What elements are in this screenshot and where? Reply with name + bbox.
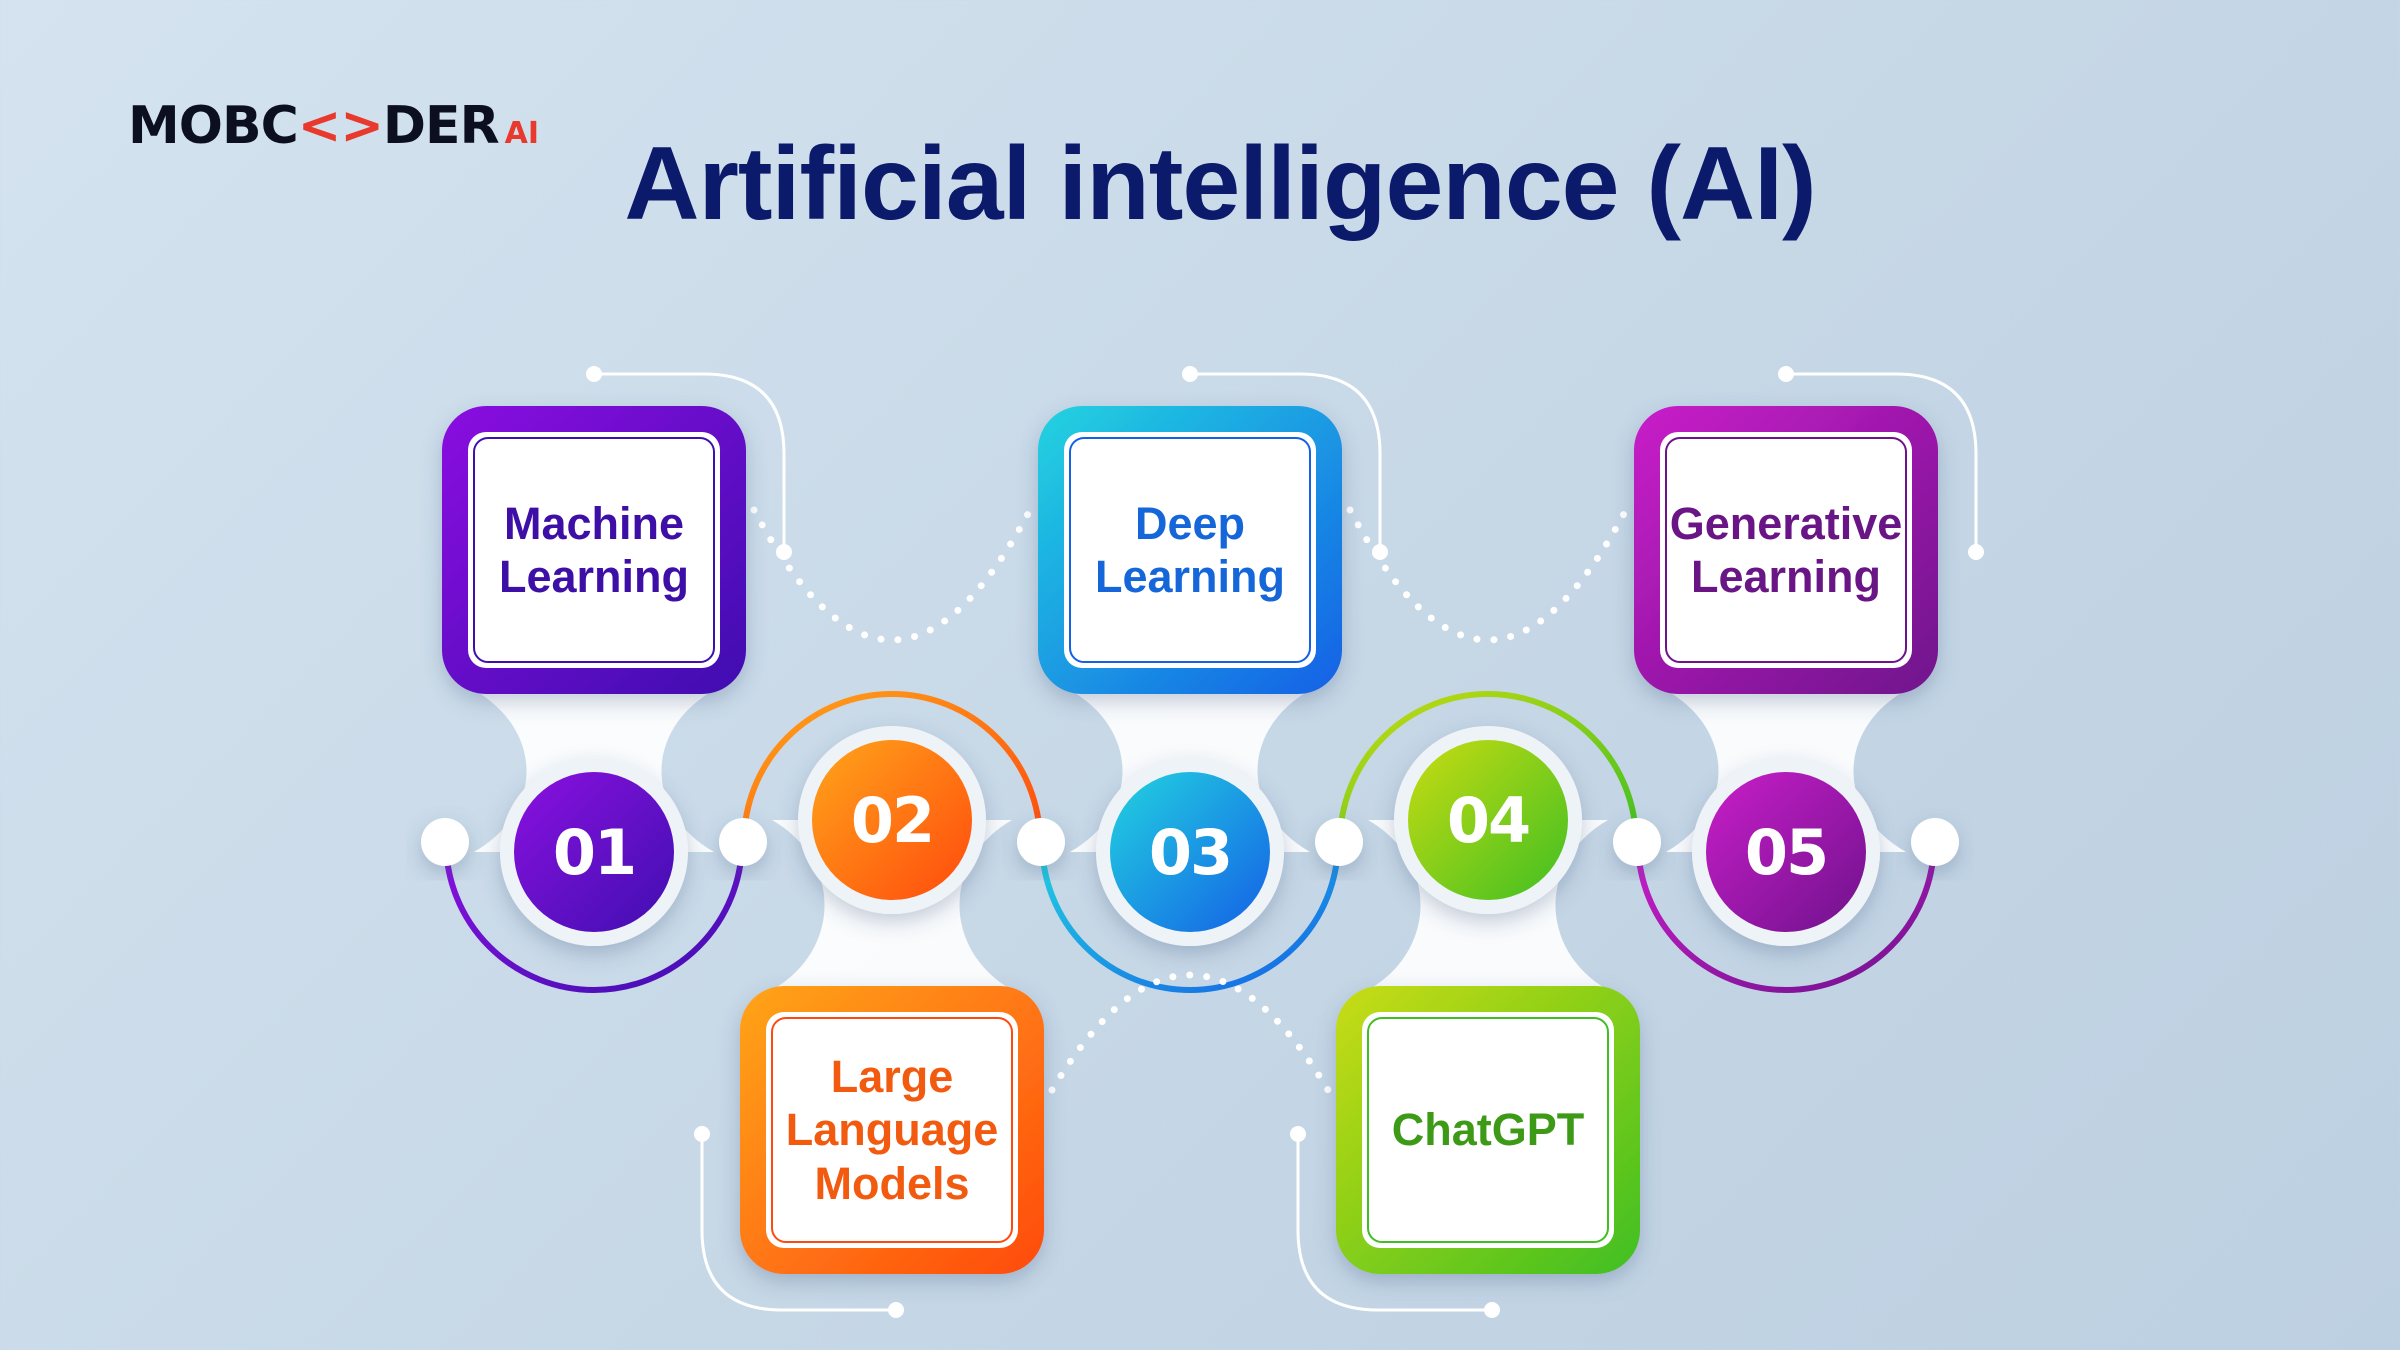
- connector-dot: [1182, 366, 1198, 382]
- step-card-border: [1069, 437, 1311, 663]
- page-title: Artificial intelligence (AI): [624, 126, 1816, 242]
- dotted-connector: [1346, 506, 1630, 644]
- step-label: Generative Learning: [1669, 497, 1903, 602]
- timeline-arc: [1337, 691, 1639, 845]
- connector-dot: [888, 1302, 904, 1318]
- timeline-arc: [1635, 839, 1937, 993]
- step-card: [1660, 432, 1912, 668]
- step-label: ChatGPT: [1391, 1104, 1585, 1156]
- dotted-connector: [1048, 971, 1332, 1094]
- logo-suffix: AI: [504, 116, 540, 151]
- connector-dot: [1290, 1126, 1306, 1142]
- timeline-node: [1911, 818, 1959, 866]
- timeline-node: [719, 818, 767, 866]
- number-circle: [514, 772, 674, 932]
- logo-code-brackets: <>: [297, 96, 384, 156]
- logo-text-end: DER: [382, 96, 500, 156]
- logo-text-start: MOBC: [128, 96, 299, 156]
- step-label: Large Language Models: [785, 1051, 999, 1209]
- number-circle: [1408, 740, 1568, 900]
- timeline-arc: [443, 839, 745, 993]
- step-number: 04: [1446, 783, 1531, 857]
- connector-dot: [586, 366, 602, 382]
- number-circle: [1706, 772, 1866, 932]
- timeline-arc: [741, 691, 1043, 845]
- timeline-arc: [1039, 839, 1341, 993]
- connector-dot: [1778, 366, 1794, 382]
- connector-line: [594, 372, 786, 552]
- timeline-node: [1315, 818, 1363, 866]
- step-card: [1064, 432, 1316, 668]
- connector-line: [700, 1134, 896, 1312]
- connector-dot: [1968, 544, 1984, 560]
- step-number: 03: [1148, 815, 1233, 889]
- step-number: 02: [850, 783, 935, 857]
- step-card-border: [1665, 437, 1907, 663]
- step-card: [766, 1012, 1018, 1248]
- connector-line: [1296, 1134, 1492, 1312]
- timeline-node: [1017, 818, 1065, 866]
- step-card: [1362, 1012, 1614, 1248]
- timeline-node: [421, 818, 469, 866]
- number-circle: [812, 740, 972, 900]
- connector-line: [1786, 372, 1978, 552]
- step-number: 01: [552, 815, 637, 889]
- number-circle: [1110, 772, 1270, 932]
- timeline-node: [1613, 818, 1661, 866]
- step-label: Machine Learning: [498, 497, 690, 602]
- connectors: [421, 366, 1984, 1318]
- connector-dot: [1484, 1302, 1500, 1318]
- connector-line: [1190, 372, 1382, 552]
- step-card: [468, 432, 720, 668]
- step-card-border: [1367, 1017, 1609, 1243]
- step-card-border: [473, 437, 715, 663]
- step-number: 05: [1744, 815, 1829, 889]
- step-card-border: [771, 1017, 1013, 1243]
- step-label: Deep Learning: [1094, 497, 1286, 602]
- dotted-connector: [750, 506, 1034, 644]
- connector-dot: [694, 1126, 710, 1142]
- step-boxes: [442, 406, 1938, 1274]
